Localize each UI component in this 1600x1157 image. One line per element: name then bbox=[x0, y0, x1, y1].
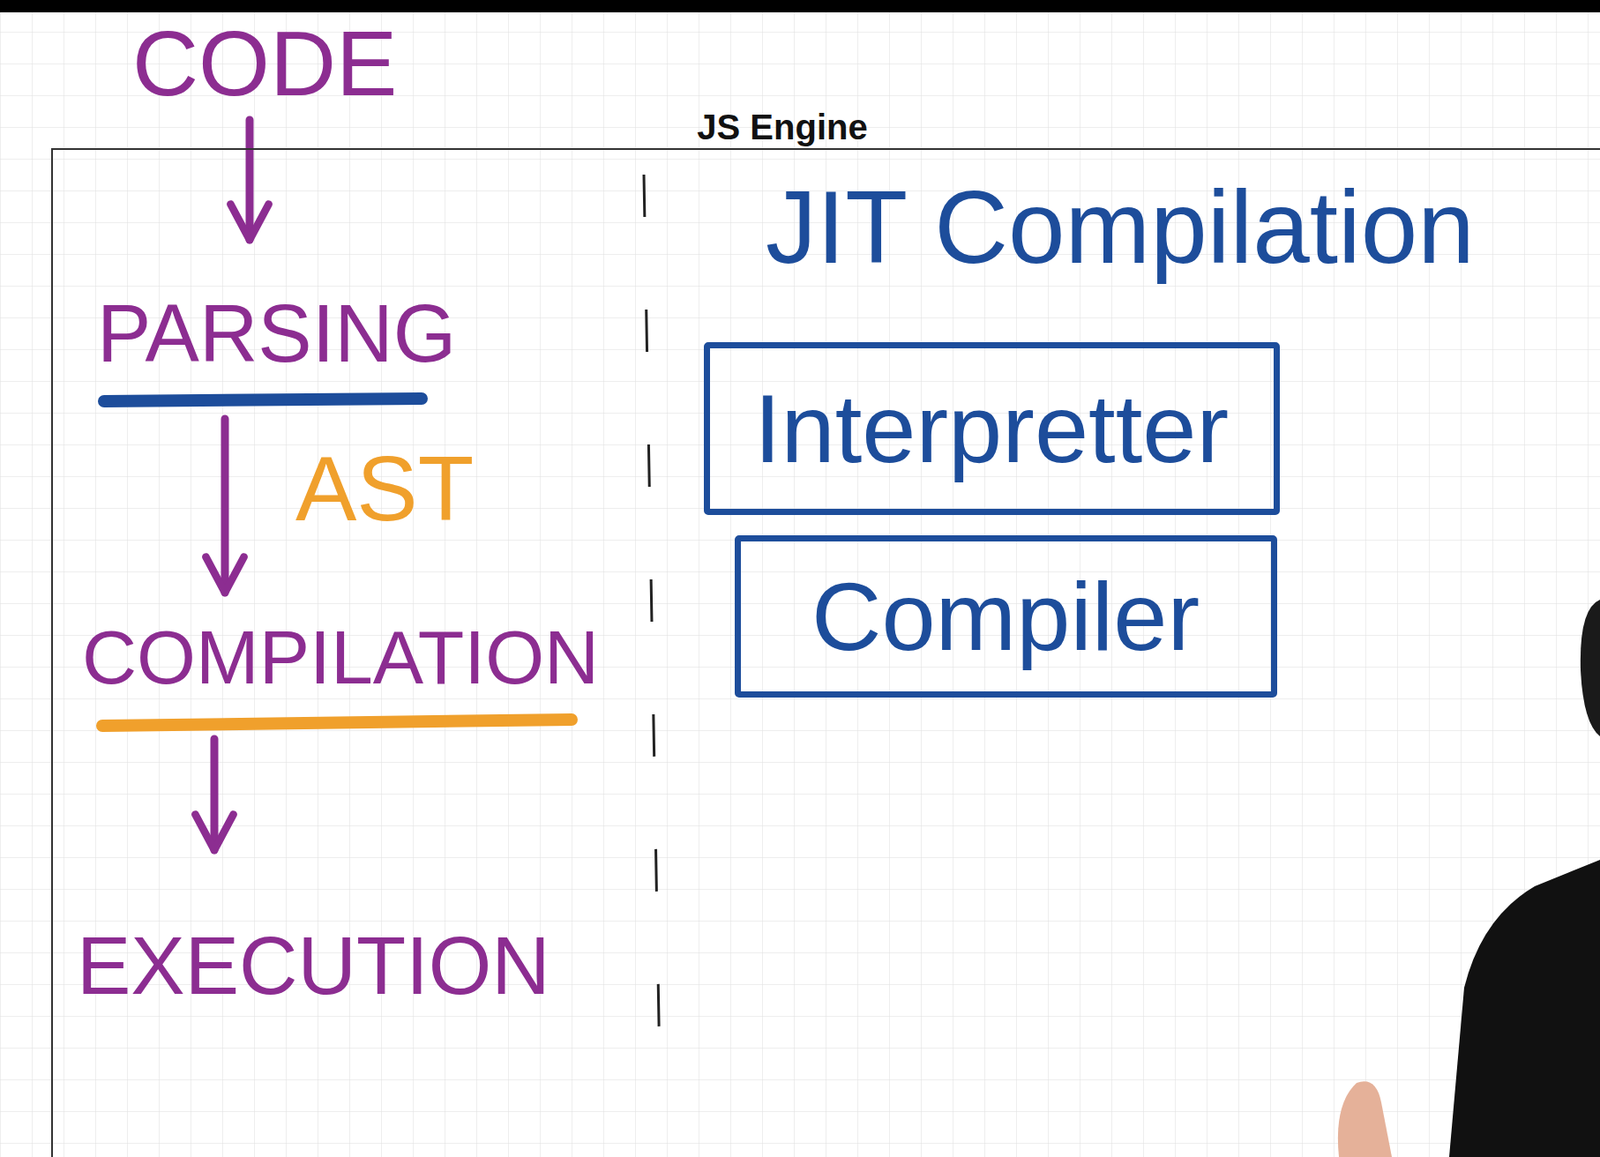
box-label: Compiler bbox=[811, 568, 1200, 666]
box-label: Interpretter bbox=[754, 380, 1229, 478]
presenter-hand bbox=[1338, 1081, 1392, 1157]
stage-text: PARSING bbox=[97, 292, 457, 374]
stage-label: COMPILATION bbox=[82, 619, 602, 696]
presenter-head bbox=[1580, 599, 1600, 737]
underline bbox=[102, 719, 572, 726]
process-box: Compiler bbox=[734, 535, 1278, 698]
label-slot: AST bbox=[295, 442, 474, 535]
engine-frame: JS EnginePARSINGCOMPILATIONEXECUTIONInte… bbox=[51, 148, 1600, 1157]
underline bbox=[104, 398, 422, 402]
divider-line bbox=[643, 174, 660, 1072]
stage-text: COMPILATION bbox=[82, 619, 599, 696]
stage-label: EXECUTION bbox=[76, 925, 553, 1007]
flow-arrow bbox=[210, 739, 219, 851]
flow-arrow bbox=[246, 119, 255, 240]
presenter-body bbox=[1449, 859, 1600, 1157]
stage-text: CODE bbox=[132, 17, 397, 110]
edge-label: AST bbox=[295, 442, 474, 535]
flow-arrow bbox=[221, 418, 230, 593]
stage-text: EXECUTION bbox=[76, 925, 551, 1007]
section-heading: JIT Compilation bbox=[765, 176, 1475, 279]
label-slot: JIT Compilation bbox=[765, 176, 1475, 279]
stage-label: CODE bbox=[132, 17, 400, 110]
frame-heading: JS Engine bbox=[696, 109, 868, 145]
top-bar bbox=[0, 0, 1600, 13]
stage-label: PARSING bbox=[97, 292, 459, 374]
process-box: Interpretter bbox=[703, 342, 1280, 516]
